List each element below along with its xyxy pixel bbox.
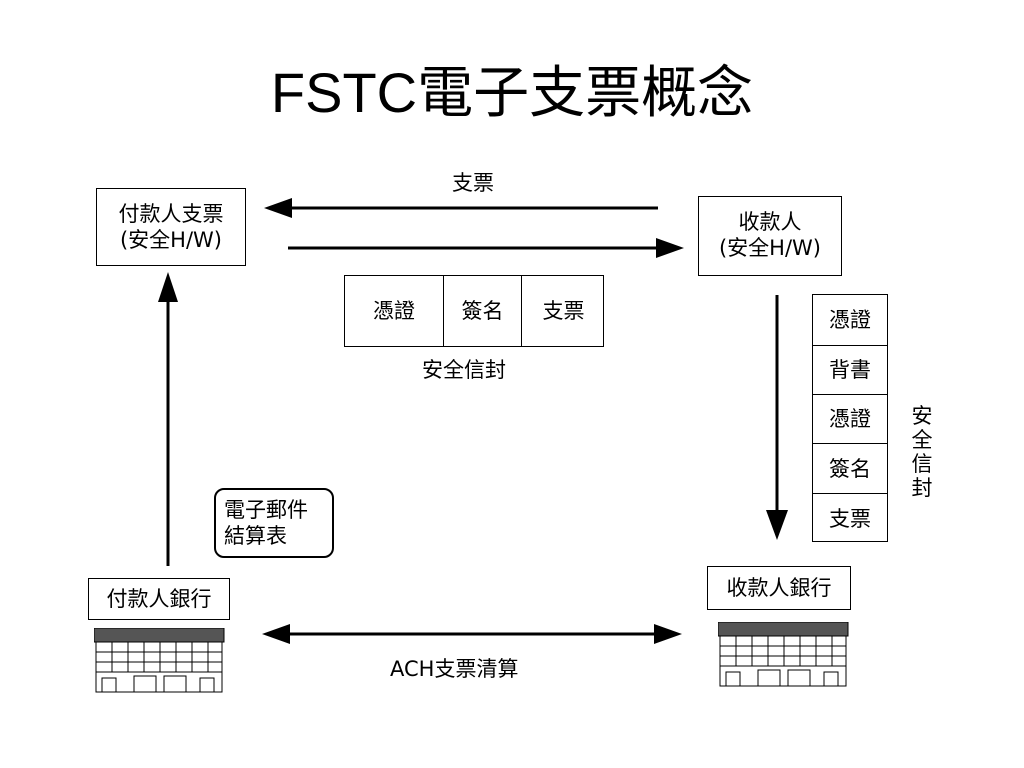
envelope-cell-certificate: 憑證: [373, 299, 415, 323]
envelope-vcell-5: 支票: [813, 493, 887, 543]
envelope-vcell-3: 憑證: [813, 394, 887, 443]
envelope-vertical-caption: 安全信封: [911, 404, 933, 500]
right-arrow: [288, 238, 684, 258]
envelope-vertical: 憑證 背書 憑證 簽名 支票: [812, 294, 888, 542]
page-title: FSTC電子支票概念: [270, 61, 754, 124]
payee-box: 收款人 (安全H/W): [698, 196, 842, 276]
left-arrow: [264, 198, 658, 218]
double-arrow: [262, 624, 682, 644]
down-arrow: [766, 295, 788, 540]
envelope-cell-signature: 簽名: [443, 276, 521, 346]
payee-bank-label: 收款人銀行: [726, 576, 832, 600]
payer-checkbook-box: 付款人支票 (安全H/W): [96, 188, 246, 266]
envelope-vcell-2: 背書: [813, 345, 887, 394]
bank-building-icon: [718, 622, 849, 687]
envelope-vcell-4: 簽名: [813, 443, 887, 493]
envelope-horizontal: 憑證 簽名 支票: [344, 275, 604, 347]
top-arrow-label: 支票: [452, 171, 494, 195]
payee-line2: (安全H/W): [718, 236, 822, 260]
payee-bank-label-box: 收款人銀行: [707, 566, 851, 610]
email-statement-line2: 結算表: [224, 524, 287, 548]
envelope-cell-check: 支票: [521, 276, 605, 346]
envelope-vcell-1: 憑證: [829, 308, 871, 332]
payer-bank-label: 付款人銀行: [106, 587, 212, 611]
email-statement-box: 電子郵件 結算表: [214, 488, 334, 558]
up-arrow: [158, 272, 178, 566]
bank-building-icon: [94, 628, 225, 693]
payer-checkbook-line2: (安全H/W): [119, 228, 223, 252]
payee-line1: 收款人: [738, 210, 802, 234]
ach-label: ACH支票清算: [390, 657, 519, 681]
payer-checkbook-line1: 付款人支票: [118, 202, 224, 226]
envelope-horizontal-caption: 安全信封: [422, 358, 506, 382]
payer-bank-label-box: 付款人銀行: [88, 578, 230, 620]
email-statement-line1: 電子郵件: [224, 498, 308, 522]
